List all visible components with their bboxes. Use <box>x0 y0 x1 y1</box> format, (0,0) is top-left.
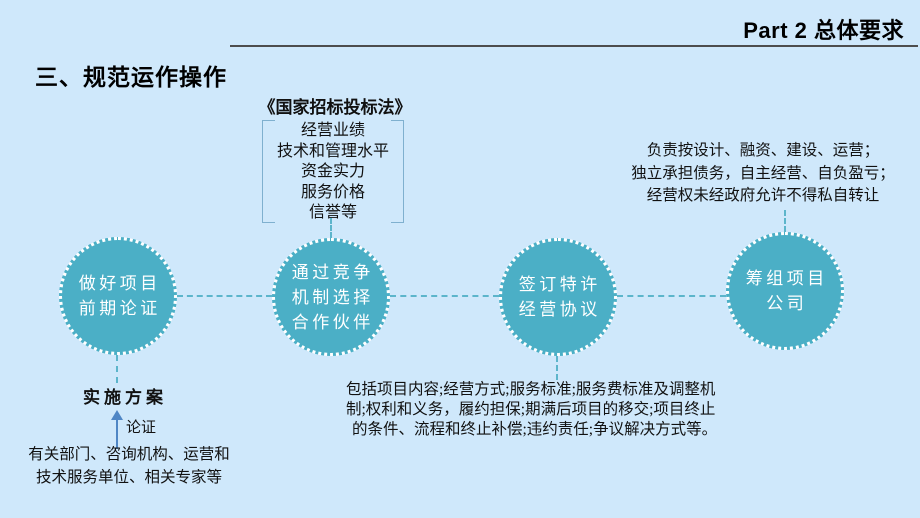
step-label-line: 通过竞争 <box>291 262 374 282</box>
agreement-note-line: 制;权利和义务，履约担保;期满后项目的移交;项目终止 <box>346 400 716 418</box>
criteria-item: 服务价格 <box>300 183 365 201</box>
arrow-up-icon <box>111 410 123 420</box>
page-title: 三、规范运作操作 <box>35 64 227 90</box>
connector-v-step3-to-note <box>556 356 558 380</box>
step-label-line: 机制选择 <box>291 287 374 307</box>
law-title: 《国家招标投标法》 <box>258 98 412 117</box>
arrow-label: 论证 <box>126 420 157 436</box>
step-circle-franchise-agreement: 签订特许 经营协议 <box>499 238 617 356</box>
connector-v-criteria-to-step2 <box>330 218 332 238</box>
company-note-line: 经营权未经政府允许不得私自转让 <box>646 187 880 204</box>
step-circle-select-partner: 通过竞争 机制选择 合作伙伴 <box>272 238 390 356</box>
header-divider <box>230 45 918 47</box>
bracket-left-icon <box>262 120 275 223</box>
connector-v-note-to-step4 <box>784 210 786 232</box>
company-note-line: 独立承担债务，自主经营、自负盈亏； <box>631 164 895 182</box>
plan-label: 实施方案 <box>83 388 167 407</box>
step-label-line: 前期论证 <box>78 299 161 318</box>
step-label-line: 合作伙伴 <box>291 312 374 332</box>
step-circle-project-company: 筹组项目 公司 <box>726 232 844 350</box>
connector-h-step1-step2 <box>177 295 272 297</box>
criteria-item: 信誉等 <box>308 204 357 221</box>
agreement-note-line: 的条件、流程和终止补偿;违约责任;争议解决方式等。 <box>352 420 718 438</box>
step-label-line: 经营协议 <box>518 300 601 319</box>
criteria-item: 经营业绩 <box>300 122 365 139</box>
criteria-bracket-group: 经营业绩 技术和管理水平 资金实力 服务价格 信誉等 <box>262 120 404 223</box>
arrow-up-line <box>116 419 118 449</box>
step-label-line: 公司 <box>766 294 808 313</box>
step-label-line: 筹组项目 <box>745 269 828 288</box>
bracket-right-icon <box>391 120 404 223</box>
step-label-line: 签订特许 <box>518 275 601 294</box>
company-note-line: 负责按设计、融资、建设、运营； <box>646 142 880 159</box>
connector-v-step1-to-plan <box>116 355 118 383</box>
step-label-line: 做好项目 <box>78 274 161 293</box>
participants-line: 有关部门、咨询机构、运营和 <box>28 446 230 463</box>
company-note: 负责按设计、融资、建设、运营； 独立承担债务，自主经营、自负盈亏； 经营权未经政… <box>610 140 916 208</box>
part-label: Part 2 总体要求 <box>743 18 904 43</box>
agreement-note-line: 包括项目内容;经营方式;服务标准;服务费标准及调整机 <box>346 381 716 398</box>
step-circle-project-argumentation: 做好项目 前期论证 <box>59 237 177 355</box>
criteria-list: 经营业绩 技术和管理水平 资金实力 服务价格 信誉等 <box>266 121 400 224</box>
connector-h-step2-step3 <box>390 295 499 297</box>
participants-line: 技术服务单位、相关专家等 <box>35 468 222 486</box>
criteria-item: 技术和管理水平 <box>276 142 389 160</box>
connector-h-step3-step4 <box>617 295 726 297</box>
agreement-note: 包括项目内容;经营方式;服务标准;服务费标准及调整机 制;权利和义务，履约担保;… <box>346 380 820 439</box>
participants-note: 有关部门、咨询机构、运营和 技术服务单位、相关专家等 <box>4 444 254 489</box>
criteria-item: 资金实力 <box>300 163 365 180</box>
